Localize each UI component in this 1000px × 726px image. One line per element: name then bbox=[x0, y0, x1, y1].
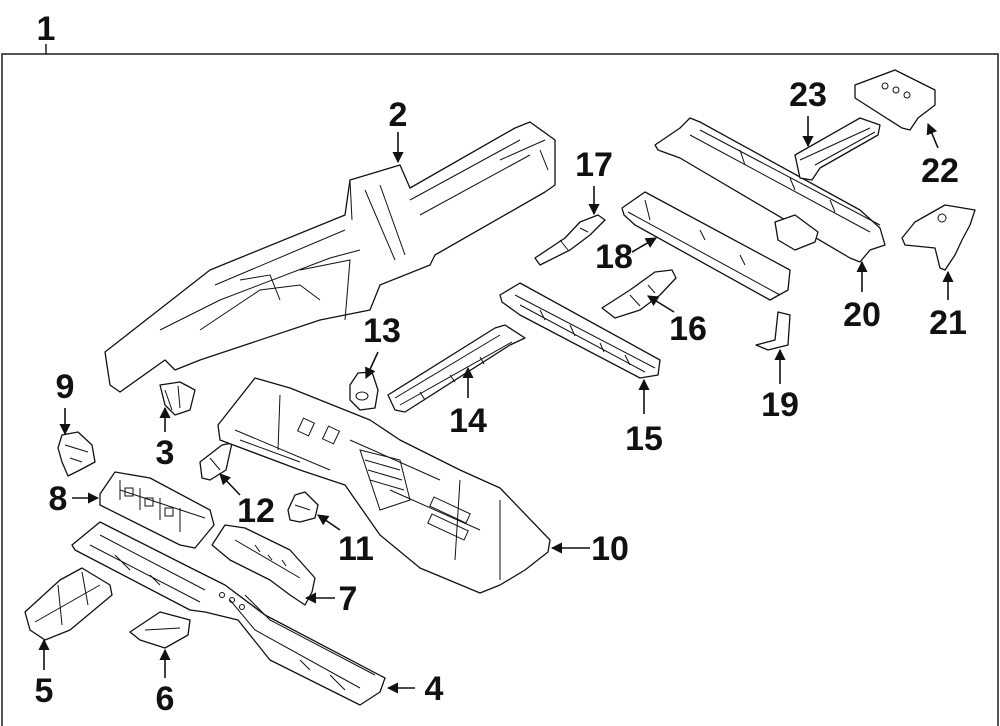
part-13-bracket[interactable] bbox=[349, 371, 379, 411]
part-16-bracket[interactable] bbox=[601, 269, 677, 319]
part-21-bracket[interactable] bbox=[901, 204, 976, 271]
part-17-bracket[interactable] bbox=[534, 214, 606, 266]
callout-9: 9 bbox=[56, 368, 75, 406]
leader-11 bbox=[317, 514, 341, 531]
part-2-side-rail[interactable] bbox=[104, 121, 556, 393]
callout-5: 5 bbox=[35, 672, 54, 710]
assembly-frame: 1 bbox=[1, 10, 999, 726]
part-20-rail[interactable] bbox=[654, 117, 886, 263]
callout-17: 17 bbox=[575, 146, 613, 184]
part-9-bracket[interactable] bbox=[57, 431, 96, 477]
callout-15: 15 bbox=[625, 420, 663, 458]
part-15-rail[interactable] bbox=[499, 282, 661, 379]
leader-22 bbox=[926, 122, 939, 149]
part-14-rail[interactable] bbox=[387, 324, 526, 413]
callout-4: 4 bbox=[425, 670, 444, 708]
callout-8: 8 bbox=[49, 480, 68, 518]
callout-10: 10 bbox=[591, 530, 629, 568]
part-5-extension[interactable] bbox=[24, 567, 113, 641]
callout-11: 11 bbox=[338, 530, 374, 568]
callout-1: 1 bbox=[37, 10, 56, 48]
part-3-bracket[interactable] bbox=[159, 381, 196, 416]
callout-19: 19 bbox=[761, 386, 799, 424]
callout-2: 2 bbox=[389, 96, 408, 134]
callout-23: 23 bbox=[789, 76, 827, 114]
part-6-plate[interactable] bbox=[129, 611, 191, 649]
callout-20: 20 bbox=[843, 296, 881, 334]
leader-16 bbox=[647, 295, 675, 313]
leader-18 bbox=[631, 237, 657, 253]
part-4-floor-rail[interactable] bbox=[71, 521, 386, 706]
part-23-rail[interactable] bbox=[794, 117, 881, 181]
leader-12 bbox=[219, 473, 241, 496]
part-11-bracket[interactable] bbox=[287, 491, 319, 523]
part-10-floor-pan[interactable] bbox=[217, 377, 551, 594]
part-22-bracket[interactable] bbox=[854, 69, 936, 131]
leader-13 bbox=[365, 351, 379, 380]
callout-18: 18 bbox=[595, 238, 633, 276]
callout-16: 16 bbox=[669, 310, 707, 348]
callout-14: 14 bbox=[449, 402, 487, 440]
callout-12: 12 bbox=[237, 492, 275, 530]
callout-21: 21 bbox=[929, 304, 967, 342]
part-8-crossmember[interactable] bbox=[99, 471, 215, 549]
callout-13: 13 bbox=[363, 312, 401, 350]
part-12-bracket[interactable] bbox=[199, 442, 233, 481]
part-7-crossmember[interactable] bbox=[211, 524, 316, 606]
part-19-bracket[interactable] bbox=[755, 311, 791, 351]
callout-6: 6 bbox=[156, 680, 175, 718]
part-18-channel[interactable] bbox=[621, 191, 791, 301]
callout-3: 3 bbox=[156, 434, 175, 472]
callout-22: 22 bbox=[921, 152, 959, 190]
callout-7: 7 bbox=[339, 580, 358, 618]
